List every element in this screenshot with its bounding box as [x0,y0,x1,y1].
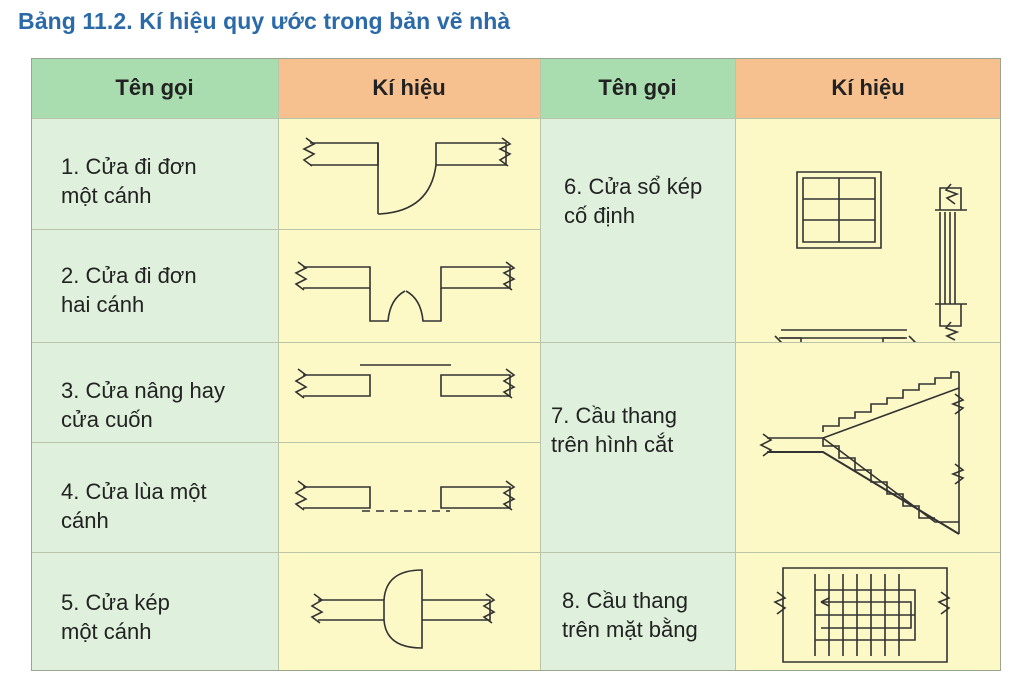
row-name-4: 4. Cửa lùa một cánh [61,479,207,533]
single-leaf-door-symbol [278,118,540,229]
fixed-double-window-symbol [735,118,1001,342]
sliding-door-symbol [278,442,540,552]
header-label: Kí hiệu [831,75,905,100]
grid-line [31,552,1001,553]
header-name-left: Tên gọi [31,58,278,118]
staircase-section-symbol [735,342,1001,552]
row-name-7: 7. Cầu thang trên hình cắt [551,403,677,457]
header-label: Tên gọi [598,75,677,100]
header-label: Kí hiệu [372,75,446,100]
grid-line [31,342,1001,343]
header-symbol-right: Kí hiệu [735,58,1001,118]
row-name-3: 3. Cửa nâng hay cửa cuốn [61,378,225,432]
left-symbol-column [278,118,540,671]
left-name-column [31,118,278,671]
row-name-2: 2. Cửa đi đơn hai cánh [61,263,197,317]
header-symbol-left: Kí hiệu [278,58,540,118]
row-name-6: 6. Cửa sổ kép cố định [564,174,703,228]
grid-line [735,58,736,671]
row-name-1: 1. Cửa đi đơn một cánh [61,154,197,208]
right-name-column [540,118,735,671]
grid-line [540,58,541,671]
row-name-8: 8. Cầu thang trên mặt bằng [562,588,698,642]
double-single-leaf-door-symbol [278,552,540,671]
staircase-plan-symbol [735,552,1001,671]
row-name-5: 5. Cửa kép một cánh [61,590,170,644]
grid-line [31,229,540,230]
header-label: Tên gọi [115,75,194,100]
lift-door-symbol [278,342,540,442]
grid-line [31,442,540,443]
double-leaf-door-symbol [278,229,540,342]
symbol-table: Tên gọi Kí hiệu Tên gọi Kí hiệu 1. Cửa đ… [31,58,1001,671]
table-caption: Bảng 11.2. Kí hiệu quy ước trong bản vẽ … [18,8,511,34]
grid-line [31,118,1001,119]
header-name-right: Tên gọi [540,58,735,118]
grid-line [278,58,279,671]
table-frame [31,58,1001,671]
